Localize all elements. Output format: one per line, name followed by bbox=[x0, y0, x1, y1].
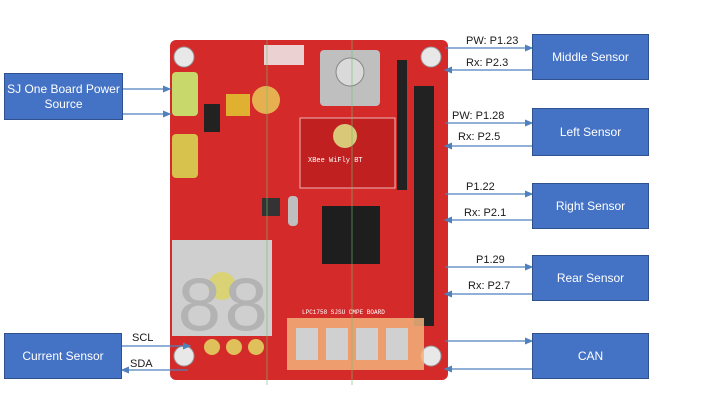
mount-hole bbox=[420, 46, 442, 68]
xbee-led bbox=[333, 124, 357, 148]
pin-header bbox=[397, 60, 407, 190]
board-silk: LPC1758 SJSU CMPE BOARD bbox=[302, 309, 385, 316]
crystal bbox=[288, 196, 298, 226]
right-sensor-box: Right Sensor bbox=[532, 183, 649, 229]
sensor-led bbox=[226, 339, 242, 355]
right-pw-label: P1.22 bbox=[466, 181, 495, 193]
left-pw-label: PW: P1.28 bbox=[452, 110, 505, 122]
middle-rx-label: Rx: P2.3 bbox=[466, 57, 509, 69]
rear-sensor-box: Rear Sensor bbox=[532, 255, 649, 301]
power-source-box: SJ One Board Power Source bbox=[4, 73, 123, 120]
sda-label: SDA bbox=[130, 358, 153, 370]
xbee-label: XBee WiFly BT bbox=[308, 157, 363, 165]
rear-rx-label: Rx: P2.7 bbox=[468, 280, 511, 292]
mount-hole bbox=[173, 46, 195, 68]
push-button bbox=[296, 328, 318, 360]
push-button bbox=[356, 328, 378, 360]
mcu-chip bbox=[322, 206, 380, 264]
reset-button bbox=[262, 198, 280, 216]
push-button bbox=[326, 328, 348, 360]
led bbox=[252, 86, 280, 114]
power-connector bbox=[172, 134, 198, 178]
left-rx-label: Rx: P2.5 bbox=[458, 131, 501, 143]
sensor-led bbox=[248, 339, 264, 355]
sensor-led bbox=[204, 339, 220, 355]
capacitor bbox=[226, 94, 250, 116]
right-rx-label: Rx: P2.1 bbox=[464, 207, 507, 219]
pin-header bbox=[414, 86, 434, 326]
middle-sensor-box: Middle Sensor bbox=[532, 34, 649, 80]
rear-pw-label: P1.29 bbox=[476, 254, 505, 266]
label-strip bbox=[264, 45, 304, 65]
ic-small bbox=[204, 104, 220, 132]
can-box: CAN bbox=[532, 333, 649, 379]
segment-digits: 88 bbox=[176, 266, 270, 354]
left-sensor-box: Left Sensor bbox=[532, 108, 649, 156]
push-button bbox=[386, 328, 408, 360]
middle-pw-label: PW: P1.23 bbox=[466, 35, 519, 47]
scl-label: SCL bbox=[132, 332, 154, 344]
current-sensor-box: Current Sensor bbox=[4, 333, 122, 379]
display-led bbox=[208, 272, 236, 300]
board-image bbox=[170, 40, 448, 385]
power-connector bbox=[172, 72, 198, 116]
coin-battery bbox=[335, 57, 365, 87]
